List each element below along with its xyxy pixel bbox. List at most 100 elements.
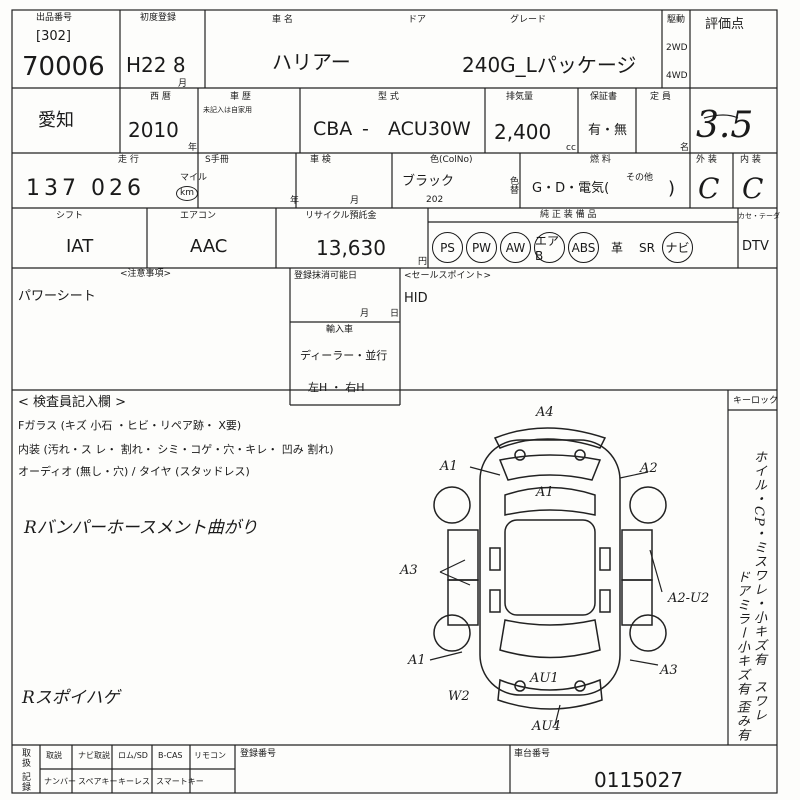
- equip-5: 革: [610, 241, 623, 255]
- footer-item-5: リモコン: [194, 751, 226, 760]
- sales: HID: [404, 291, 428, 306]
- footer-item-6: ナンバー: [44, 777, 76, 786]
- color-change: 色替: [508, 176, 518, 194]
- caution: パワーシート: [18, 289, 96, 304]
- displacement-label: 排気量: [506, 92, 534, 102]
- model-dash: -: [362, 118, 369, 140]
- equip-7: ナビ: [662, 232, 693, 263]
- inspector-line2: 内装 (汚れ・ス レ・ 割れ・ シミ・コゲ・穴・キレ・ 凹み 割れ): [18, 443, 334, 456]
- fuel-label: 燃 料: [590, 155, 611, 165]
- mark-a1-front-left: A1: [440, 459, 458, 474]
- caution-label: <注意事項>: [120, 269, 172, 279]
- drive-4wd: 4WD: [666, 71, 688, 81]
- inspector-line3: オーディオ (無し・穴) / タイヤ (スタッドレス): [18, 465, 250, 478]
- footer-col2: 記録: [20, 772, 30, 792]
- displacement: 2,400: [494, 120, 552, 144]
- right-note-1: ホイル・CP・ミスワレ・小キズ有: [751, 450, 766, 667]
- import-label: 輸入車: [326, 325, 354, 335]
- footer-item-4: B-CAS: [158, 751, 183, 760]
- shift: IAT: [66, 236, 94, 257]
- history-sub: 未記入は自家用: [203, 106, 252, 114]
- year-label: 西 暦: [150, 92, 171, 102]
- region: 愛知: [38, 110, 74, 131]
- lot-label: 出品番号: [36, 13, 73, 23]
- footer-item-1: 取説: [46, 751, 62, 760]
- right-note-4: 歪み有: [734, 700, 749, 742]
- mark-a1-hood: A1: [536, 485, 554, 500]
- door-label: ドア: [408, 15, 427, 25]
- drive-2wd: 2WD: [666, 43, 688, 53]
- model-label: 型 式: [378, 92, 399, 102]
- model-prefix: CBA: [313, 118, 353, 140]
- month-suffix: 月: [178, 79, 188, 89]
- sales-label: <セールスポイント>: [404, 271, 492, 281]
- right-note-2: ドアミラー小キズ有: [734, 570, 749, 696]
- model-code: ACU30W: [388, 118, 471, 140]
- miles-label: マイル: [180, 173, 208, 183]
- footer-item-3: ロム/SD: [118, 751, 148, 760]
- first-reg-label: 初度登録: [140, 13, 177, 23]
- inspection-month: 月: [350, 196, 360, 206]
- fuel: G・D・電気(: [532, 181, 610, 196]
- interior-label: 内 装: [740, 155, 761, 165]
- color-label: 色(ColNo): [430, 155, 473, 165]
- warranty: 有・無: [588, 123, 628, 138]
- cancel-label: 登録抹消可能日: [294, 271, 358, 281]
- mark-a2-front-right: A2: [640, 461, 658, 476]
- footer-item-9: スマートキー: [156, 777, 204, 786]
- cancel-day: 日: [390, 309, 400, 319]
- km-unit: km: [176, 186, 198, 201]
- car-name: ハリアー: [272, 50, 351, 74]
- cc-unit: cc: [566, 143, 576, 153]
- yen-unit: 円: [418, 257, 428, 267]
- equip-2: AW: [500, 232, 531, 263]
- vin-label: 車台番号: [514, 749, 551, 759]
- grade-label: グレード: [510, 15, 547, 25]
- right-note-3: スワレ: [751, 680, 766, 722]
- cancel-month: 月: [360, 309, 370, 319]
- fuel-close: ): [668, 178, 676, 199]
- exterior: C: [698, 172, 720, 205]
- cassette-label: カセ・テーダ: [738, 212, 780, 220]
- lot-bracket: [302]: [36, 29, 71, 44]
- history-label: 車 歴: [230, 92, 251, 102]
- equip-3: エアB: [534, 232, 565, 263]
- year: 2010: [128, 118, 179, 142]
- mileage: 137 026: [26, 176, 145, 201]
- footer-col1: 取扱: [20, 748, 30, 768]
- equip-4: ABS: [568, 232, 599, 263]
- handwritten-note-2: Rスポイハゲ: [22, 688, 120, 708]
- reg-label: 登録番号: [240, 749, 277, 759]
- year-suffix: 年: [188, 143, 198, 153]
- car-name-label: 車 名: [272, 15, 293, 25]
- inspector-label: < 検査員記入欄 >: [18, 395, 127, 410]
- inspection-year: 年: [290, 196, 300, 206]
- footer-item-7: スペアキー: [78, 777, 118, 786]
- mark-a1-rear-left: A1: [408, 653, 426, 668]
- meter-label: S手冊: [205, 155, 229, 165]
- interior: C: [742, 172, 764, 205]
- drive-label: 駆動: [667, 15, 686, 25]
- fuel-other: その他: [626, 173, 654, 183]
- score: 3.5: [696, 105, 754, 146]
- color: ブラック: [402, 174, 455, 189]
- lot-number: 70006: [22, 52, 105, 82]
- mark-w2: W2: [448, 689, 470, 704]
- recycle-label: リサイクル預託金: [305, 211, 377, 221]
- shift-label: シフト: [56, 211, 84, 221]
- exterior-label: 外 装: [696, 155, 717, 165]
- car-diagram: [433, 427, 667, 710]
- inspector-line1: Fガラス (キズ 小石 ・ヒビ・リペア跡・ X要): [18, 419, 242, 432]
- mileage-label: 走 行: [118, 155, 139, 165]
- mark-au4: AU4: [532, 719, 561, 734]
- score-label: 評価点: [705, 17, 745, 32]
- handle: 左H ・ 右H: [308, 381, 365, 394]
- grade: 240G_Lパッケージ: [462, 53, 637, 77]
- handwritten-note-1: Rバンパーホースメント曲がり: [24, 518, 258, 538]
- recycle: 13,630: [316, 236, 386, 260]
- capacity-label: 定 員: [650, 92, 671, 102]
- mark-a3-left: A3: [400, 563, 418, 578]
- ac-label: エアコン: [180, 211, 217, 221]
